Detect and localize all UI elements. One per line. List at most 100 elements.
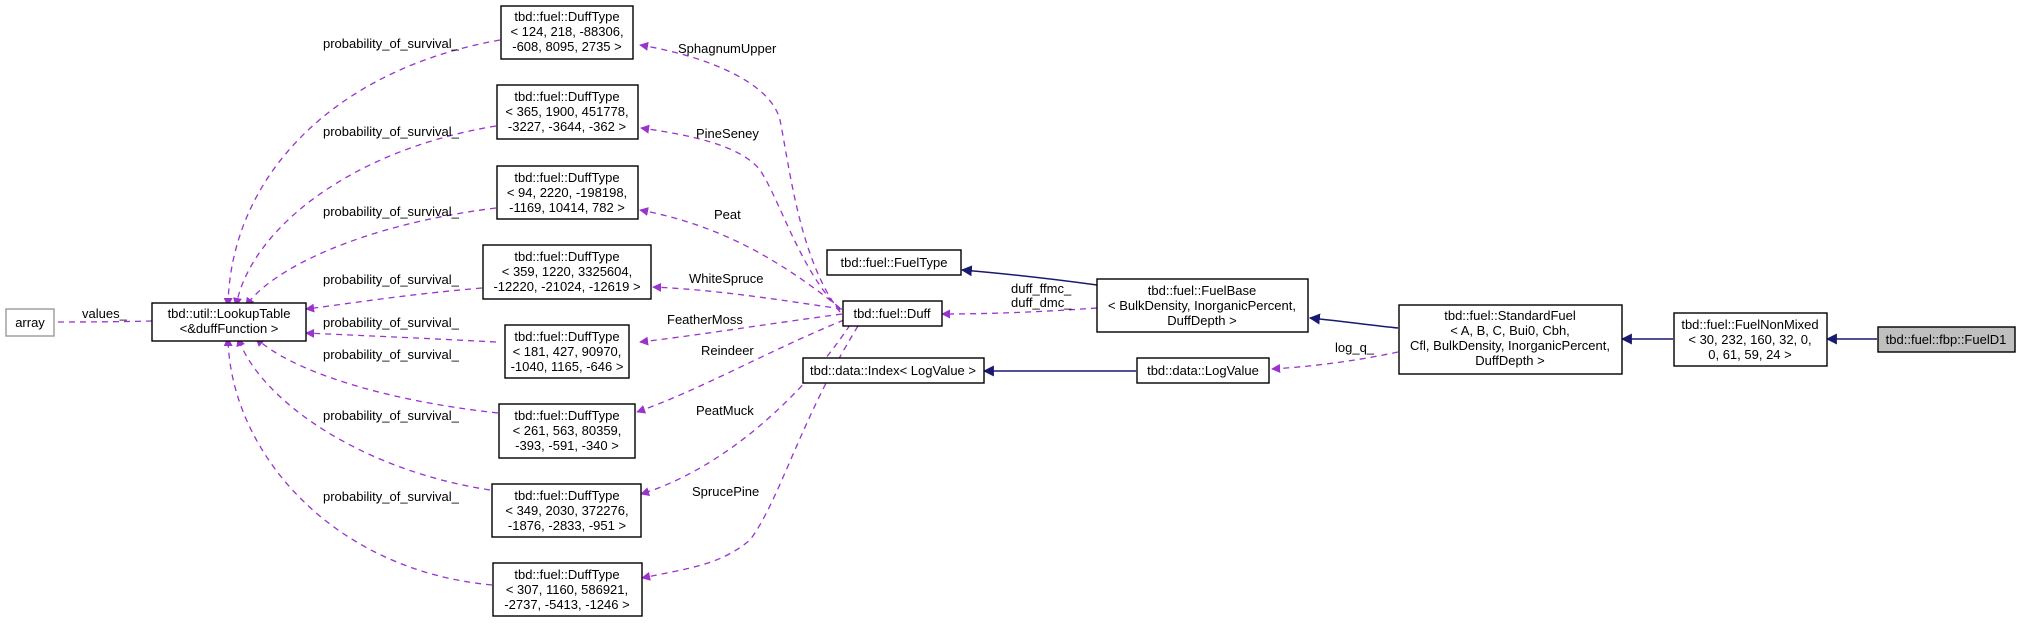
label-peat: Peat [714,207,741,222]
edge-pineseney [640,124,841,311]
node-standardfuel[interactable]: tbd::fuel::StandardFuel < A, B, C, Bui0,… [1398,304,1623,375]
node-fuelnonmixed[interactable]: tbd::fuel::FuelNonMixed < 30, 232, 160, … [1673,312,1828,367]
node-lookup-table[interactable]: tbd::util::LookupTable <&duffFunction > [151,302,307,342]
edge-peat [639,207,841,309]
node-standardfuel-line: DuffDepth > [1475,353,1545,368]
node-index-logvalue[interactable]: tbd::data::Index< LogValue > [802,357,985,384]
node-array-label: array [15,315,45,330]
edge-duff-ffmc-dmc [941,307,1098,319]
node-dufftype-line: < 365, 1900, 451778, [505,104,628,119]
edge-peatmuck [640,324,851,496]
node-fuelnonmixed-line: 0, 61, 59, 24 > [1708,347,1791,362]
node-dufftype-line: -1876, -2833, -951 > [508,518,626,533]
edge-pos-dt1 [223,39,501,307]
node-duff[interactable]: tbd::fuel::Duff [842,300,943,327]
node-dufftype-line: < 94, 2220, -198198, [507,185,627,200]
node-fueld1[interactable]: tbd::fuel::fbp::FuelD1 [1877,326,2016,353]
node-dufftype-line: -1169, 10414, 782 > [509,200,625,215]
edge-pos-dt2 [233,125,497,307]
node-logvalue-label: tbd::data::LogValue [1147,363,1259,378]
node-dufftype-7[interactable]: tbd::fuel::DuffType < 349, 2030, 372276,… [491,483,642,538]
label-pos-dt1: probability_of_survival_ [323,36,460,51]
inheritance-edges [960,265,1877,377]
label-pos-dt7: probability_of_survival_ [323,408,460,423]
edge-whitespruce [652,282,843,310]
edge-fuelbase-fueltype [960,265,1098,286]
node-dufftype-line: tbd::fuel::DuffType [514,408,619,423]
node-fuelbase[interactable]: tbd::fuel::FuelBase < BulkDensity, Inorg… [1096,278,1309,333]
node-dufftype-line: -3227, -3644, -362 > [508,119,626,134]
edge-values [41,317,153,327]
node-dufftype-8[interactable]: tbd::fuel::DuffType < 307, 1160, 586921,… [492,562,643,617]
node-lookup-table-line: tbd::util::LookupTable [168,306,291,321]
label-values: values_ [82,306,128,321]
node-dufftype-5[interactable]: tbd::fuel::DuffType < 181, 427, 90970, -… [504,324,630,379]
node-dufftype-line: -1040, 1165, -646 > [511,359,624,374]
label-sphagnum: SphagnumUpper [678,41,777,56]
edge-pos-dt4 [305,287,483,313]
node-lookup-table-line: <&duffFunction > [180,321,279,336]
node-fueltype-label: tbd::fuel::FuelType [841,255,948,270]
node-dufftype-line: < 181, 427, 90970, [513,344,622,359]
edge-pos-dt3 [245,207,497,307]
label-duff-dmc: duff_dmc_ [1011,295,1072,310]
label-pos-dt4: probability_of_survival_ [323,272,460,287]
edge-pos-dt6 [255,337,499,414]
node-dufftype-6[interactable]: tbd::fuel::DuffType < 261, 563, 80359, -… [498,403,636,459]
node-standardfuel-line: < A, B, C, Bui0, Cbh, [1450,323,1570,338]
member-edges [41,39,1399,586]
node-index-label: tbd::data::Index< LogValue > [810,363,976,378]
node-dufftype-1[interactable]: tbd::fuel::DuffType < 124, 218, -88306, … [500,5,634,60]
node-dufftype-line: < 359, 1220, 3325604, [502,264,632,279]
node-fuelbase-line: tbd::fuel::FuelBase [1148,283,1256,298]
label-peatmuck: PeatMuck [696,403,754,418]
label-feathermoss: FeatherMoss [667,312,743,327]
edge-pos-dt7 [236,337,491,491]
edge-feathermoss [639,313,843,346]
node-dufftype-line: -12220, -21024, -12619 > [493,279,640,294]
label-sprucepine: SprucePine [692,484,759,499]
label-whitespruce: WhiteSpruce [689,271,763,286]
node-fuelbase-line: DuffDepth > [1167,313,1237,328]
node-fuelnonmixed-line: tbd::fuel::FuelNonMixed [1681,317,1818,332]
node-fueld1-label: tbd::fuel::fbp::FuelD1 [1886,332,2007,347]
node-dufftype-line: -393, -591, -340 > [515,438,619,453]
node-dufftype-line: tbd::fuel::DuffType [514,170,619,185]
node-standardfuel-line: tbd::fuel::StandardFuel [1444,308,1576,323]
node-dufftype-line: tbd::fuel::DuffType [514,249,619,264]
node-dufftype-line: -2737, -5413, -1246 > [504,597,629,612]
node-dufftype-4[interactable]: tbd::fuel::DuffType < 359, 1220, 3325604… [482,244,652,300]
edge-log-q [1271,351,1399,373]
label-pos-dt8: probability_of_survival_ [323,489,460,504]
node-array[interactable]: array [5,308,55,337]
node-dufftype-line: < 261, 563, 80359, [513,423,622,438]
edge-sphagnum [639,41,841,313]
node-dufftype-line: tbd::fuel::DuffType [514,9,619,24]
node-fueltype[interactable]: tbd::fuel::FuelType [826,249,962,276]
node-dufftype-line: tbd::fuel::DuffType [514,488,619,503]
label-duff-ffmc: duff_ffmc_ [1011,281,1072,296]
label-pos-dt6: probability_of_survival_ [323,347,460,362]
node-dufftype-line: -608, 8095, 2735 > [512,39,622,54]
node-dufftype-2[interactable]: tbd::fuel::DuffType < 365, 1900, 451778,… [496,84,639,140]
node-dufftype-line: tbd::fuel::DuffType [514,89,619,104]
node-standardfuel-line: Cfl, BulkDensity, InorganicPercent, [1410,338,1610,353]
node-dufftype-line: tbd::fuel::DuffType [514,567,619,582]
nodes: array tbd::util::LookupTable <&duffFunct… [5,5,2016,617]
label-reindeer: Reindeer [701,343,754,358]
edge-labels: values_ probability_of_survival_ probabi… [82,36,1375,504]
label-pos-dt2: probability_of_survival_ [323,124,460,139]
label-pos-dt3: probability_of_survival_ [323,204,460,219]
edge-sprucepine [641,325,859,581]
edge-pos-dt8 [223,337,493,586]
node-dufftype-3[interactable]: tbd::fuel::DuffType < 94, 2220, -198198,… [496,165,639,220]
label-log-q: log_q_ [1335,340,1375,355]
node-dufftype-line: < 307, 1160, 586921, [506,582,628,597]
label-pineseney: PineSeney [696,126,759,141]
edge-pos-dt5 [305,328,497,343]
node-dufftype-line: < 124, 218, -88306, [510,24,623,39]
edge-reindeer [636,319,845,414]
node-logvalue[interactable]: tbd::data::LogValue [1136,357,1270,384]
node-fuelbase-line: < BulkDensity, InorganicPercent, [1108,298,1296,313]
